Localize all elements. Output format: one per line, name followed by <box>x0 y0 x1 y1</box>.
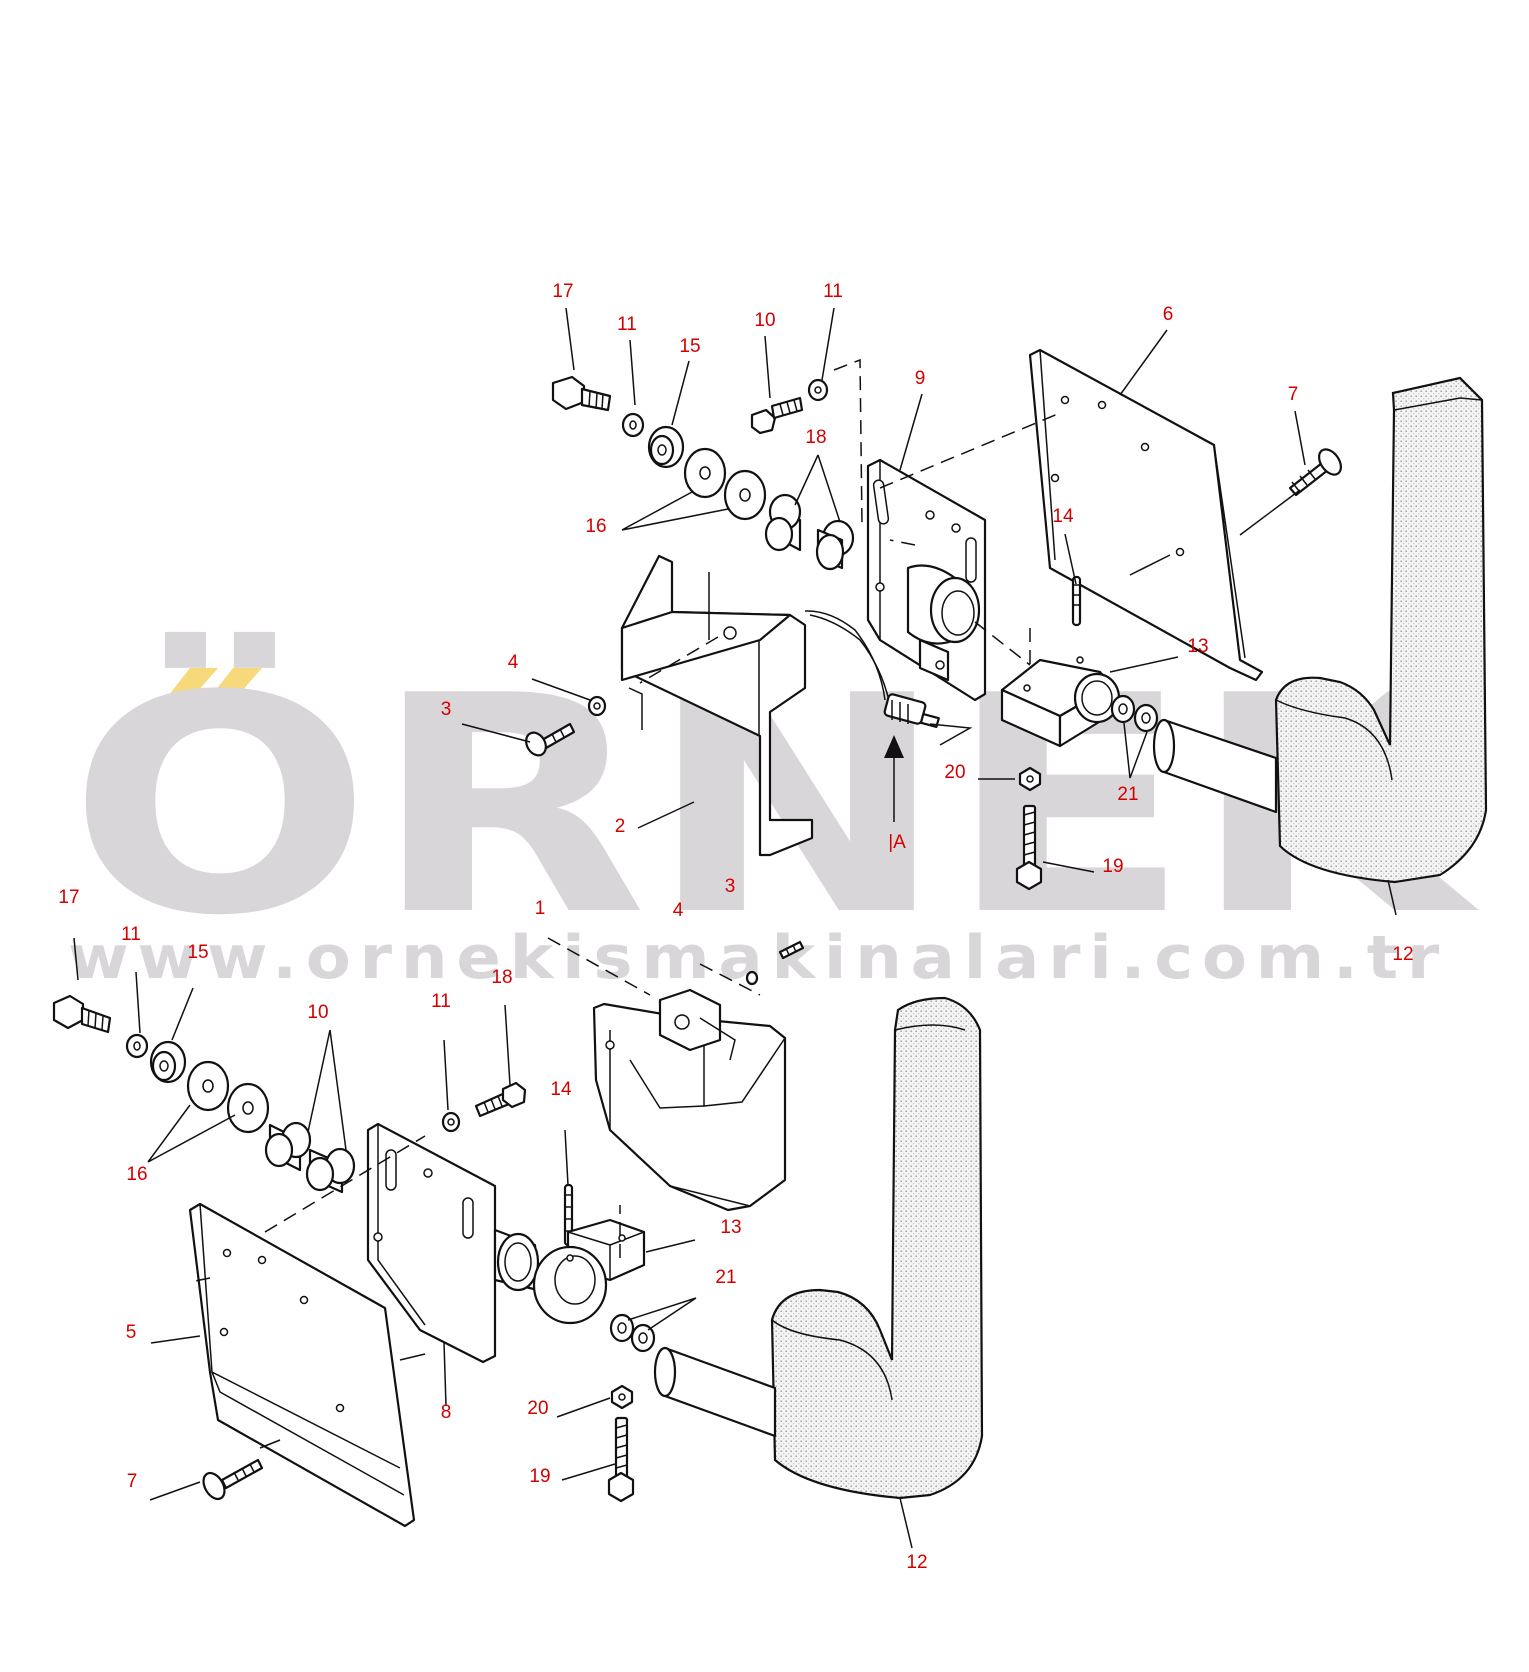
lower-callout-16: 19 <box>529 1466 550 1487</box>
bolt-10-lower <box>474 1081 527 1118</box>
sensor-a-upper <box>804 610 973 746</box>
upper-callout-15: 20 <box>944 762 965 783</box>
lower-callout-3: 17 <box>58 887 79 908</box>
upper-callout-16: 21 <box>1117 784 1138 805</box>
upper-callout-14: 2 <box>615 816 626 837</box>
handle-12-upper <box>1152 376 1488 884</box>
lower-callout-7: 11 <box>431 991 451 1012</box>
tube-8-lower <box>493 1228 540 1292</box>
lower-callout-2: 4 <box>673 900 684 921</box>
bushing-15-upper <box>647 425 685 469</box>
lower-callout-12: 21 <box>715 1267 736 1288</box>
bolt-7-upper <box>1288 448 1343 497</box>
handle-12-lower <box>653 996 984 1500</box>
lower-callout-1: 3 <box>725 876 736 897</box>
watermark-accent-left <box>165 668 218 700</box>
lower-callout-17: 7 <box>127 1471 138 1492</box>
lower-callout-14: 8 <box>441 1402 452 1423</box>
screw-3-upper <box>525 722 576 757</box>
bolt-17-lower <box>52 994 112 1034</box>
upper-callout-13: 3 <box>441 699 452 720</box>
sleeve-18-lower-b <box>305 1147 356 1194</box>
watermark-url: www.ornekismakinalari.com.tr <box>68 923 1448 993</box>
lower-callout-0: 1 <box>535 898 546 919</box>
lower-callout-6: 10 <box>307 1002 328 1023</box>
upper-callout-19: |A <box>888 832 906 853</box>
lower-callout-9: 16 <box>126 1164 147 1185</box>
upper-callout-5: 6 <box>1163 304 1174 325</box>
pin-14-upper <box>1071 575 1082 627</box>
plate-5-lower <box>188 1202 416 1528</box>
upper-callout-10: 14 <box>1052 506 1074 527</box>
upper-callout-7: 7 <box>1288 384 1299 405</box>
washer-4-lower <box>745 970 759 986</box>
bracket-lower <box>547 937 787 1212</box>
plate-9-upper <box>866 458 987 702</box>
arrow-a-upper <box>884 735 904 758</box>
lower-callout-4: 11 <box>121 924 141 945</box>
lower-callout-15: 20 <box>527 1398 548 1419</box>
bracket-2-upper <box>620 554 814 857</box>
screw-3-lower <box>778 940 805 960</box>
upper-callout-6: 9 <box>915 368 926 389</box>
upper-callout-1: 11 <box>617 314 637 335</box>
lower-assembly <box>52 937 984 1549</box>
upper-callout-17: 19 <box>1102 856 1123 877</box>
upper-callout-11: 13 <box>1187 636 1208 657</box>
upper-callout-12: 4 <box>508 652 519 673</box>
lower-callout-11: 13 <box>720 1217 741 1238</box>
sleeve-18-upper-b <box>815 519 855 571</box>
lower-callout-8: 18 <box>491 967 512 988</box>
upper-callout-18: 12 <box>1392 944 1413 965</box>
sleeve-18-upper-a <box>764 493 802 552</box>
bolt-19-lower <box>607 1416 635 1503</box>
bushing-15-lower <box>149 1040 187 1084</box>
plate-8-lower <box>366 1122 497 1364</box>
plate-6-upper <box>1028 348 1264 682</box>
upper-callout-0: 17 <box>552 281 573 302</box>
upper-callout-2: 15 <box>679 336 700 357</box>
upper-callout-4: 11 <box>823 281 843 302</box>
block-13-lower <box>532 1218 646 1325</box>
bolt-10-upper <box>750 396 804 435</box>
lower-callout-18: 12 <box>906 1552 927 1573</box>
upper-assembly <box>461 307 1488 916</box>
upper-callout-3: 10 <box>754 310 775 331</box>
bolt-7-lower <box>202 1458 264 1501</box>
sleeve-18-lower-a <box>264 1121 312 1172</box>
block-13-upper <box>1000 656 1121 748</box>
bolt-19-upper <box>1015 804 1043 891</box>
lower-callout-5: 15 <box>187 942 208 963</box>
upper-callout-9: 16 <box>585 516 606 537</box>
lower-callout-13: 5 <box>126 1322 137 1343</box>
lower-callout-10: 14 <box>550 1079 572 1100</box>
watermark-accent-right <box>208 668 262 700</box>
bolt-17-upper <box>551 375 612 412</box>
upper-callout-8: 18 <box>805 427 826 448</box>
